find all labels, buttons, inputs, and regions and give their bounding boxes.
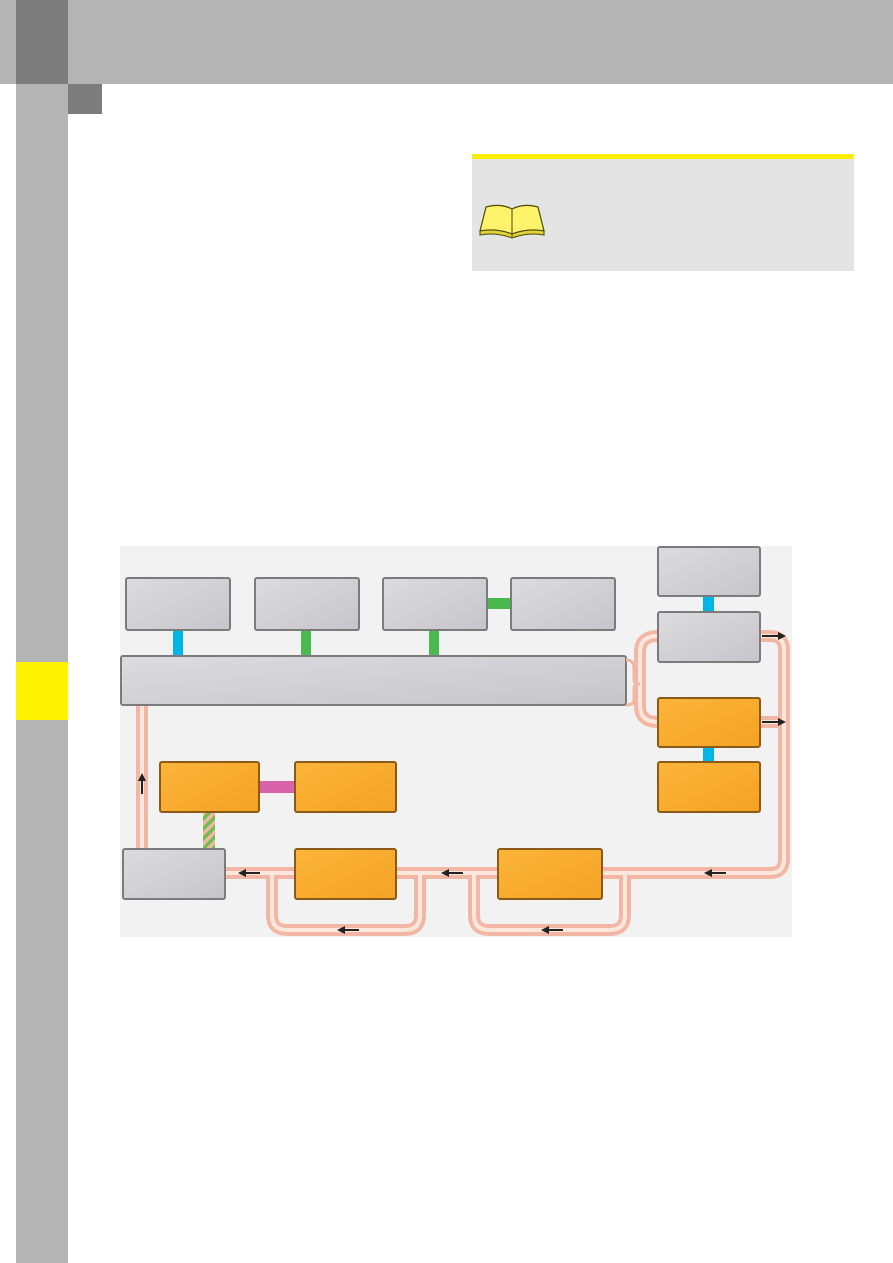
gray-box-right-middle <box>657 611 761 663</box>
arrow-left-1 <box>704 869 726 877</box>
arrow-right-1 <box>762 632 786 640</box>
gray-box-bottom-left <box>122 848 226 900</box>
orange-box-center <box>294 761 397 813</box>
arrow-up <box>138 773 146 794</box>
arrow-right-2 <box>762 718 786 726</box>
header-corner-block <box>16 0 68 84</box>
connector-hatched <box>203 811 215 849</box>
header-square-marker <box>68 84 102 114</box>
flow-arrows <box>138 632 786 934</box>
top-row-boxes <box>125 577 616 631</box>
orange-box-bottom-1 <box>294 848 397 900</box>
gray-box-3 <box>382 577 488 631</box>
connector-cyan-right-top <box>703 596 714 612</box>
bus-bracket <box>625 658 641 707</box>
orange-box-right-upper <box>657 697 761 748</box>
note-box <box>472 154 854 271</box>
connector-cyan-right-orange <box>703 746 714 762</box>
connector-green-box2-bus <box>301 628 311 656</box>
bus-bar <box>120 655 627 706</box>
gray-box-1 <box>125 577 231 631</box>
gray-box-4 <box>510 577 616 631</box>
arrow-left-2 <box>441 869 463 877</box>
gray-box-2 <box>254 577 360 631</box>
orange-box-left <box>159 761 260 813</box>
chapter-tab <box>16 662 68 720</box>
connector-green-box3-box4 <box>484 598 512 609</box>
orange-box-right-lower <box>657 761 761 813</box>
connector-green-box3-bus <box>429 628 439 656</box>
connector-cyan-box1-bus <box>173 628 183 656</box>
connector-pink <box>259 781 295 793</box>
orange-box-bottom-2 <box>497 848 603 900</box>
open-book-icon <box>479 204 545 239</box>
header-bar <box>0 0 893 84</box>
gray-box-right-top <box>657 546 761 597</box>
arrow-left-4 <box>337 926 359 934</box>
arrow-left-3 <box>238 869 260 877</box>
arrow-left-5 <box>541 926 563 934</box>
